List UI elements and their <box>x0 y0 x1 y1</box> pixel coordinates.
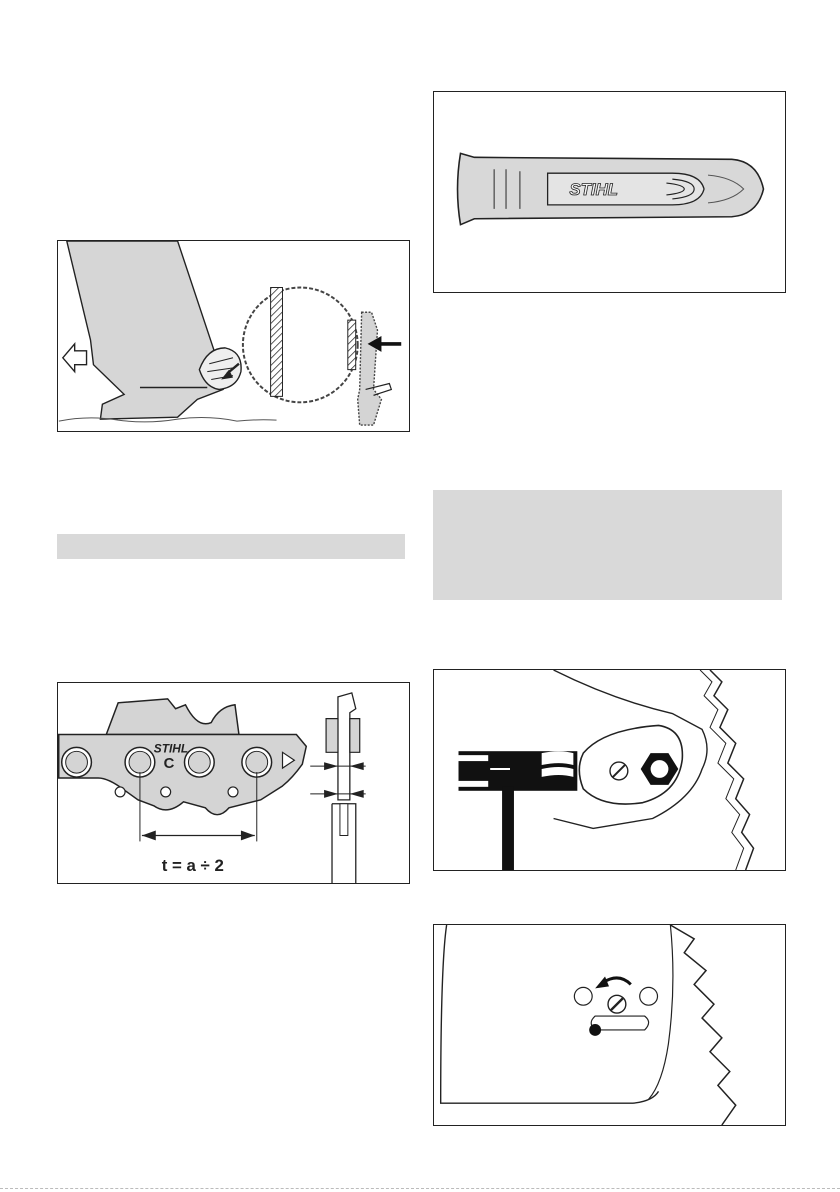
screw-tool-figure <box>433 669 786 871</box>
cutter-tooth <box>106 699 239 735</box>
zoom-detail-circle <box>243 288 358 403</box>
bar-teeth-edge <box>670 925 735 1125</box>
adjust-screw-illustration <box>434 925 785 1125</box>
slot-screw-icon <box>610 762 628 780</box>
felling-notch-illustration <box>58 241 409 431</box>
chain-side-view <box>310 693 365 883</box>
chain-guard-illustration: STIHL <box>434 92 785 292</box>
screwdriver-icon <box>459 751 578 870</box>
chain-pitch-illustration: STIHL C t = a ÷ 2 <box>58 683 409 883</box>
housing-outline <box>441 925 659 1103</box>
cutter-letter: C <box>164 756 175 772</box>
bar-teeth-edge <box>710 670 754 870</box>
saw-bar-vertical <box>358 312 392 425</box>
chain-guard-figure: STIHL <box>433 91 786 293</box>
hole-left <box>574 987 592 1005</box>
adjust-screw-figure <box>433 924 786 1126</box>
tree-trunk <box>67 241 223 419</box>
chain-pitch-figure: STIHL C t = a ÷ 2 <box>57 682 410 884</box>
adjust-slot <box>589 1016 648 1036</box>
note-box <box>433 490 782 600</box>
page-bottom-rule <box>0 1188 840 1189</box>
chain-brand-label: STIHL <box>154 741 188 755</box>
section-heading-band <box>57 534 405 559</box>
arrow-left-outline-icon <box>63 344 87 372</box>
rotate-counterclockwise-icon <box>595 976 631 988</box>
ground-line <box>59 418 277 422</box>
hole-right <box>640 987 658 1005</box>
guard-brand-label: STIHL <box>569 180 618 199</box>
pitch-formula: t = a ÷ 2 <box>162 856 224 875</box>
felling-notch-figure <box>57 240 410 432</box>
screw-tool-illustration <box>434 670 785 870</box>
slot-screw-icon <box>608 995 626 1013</box>
bar-teeth-inner <box>700 670 744 870</box>
